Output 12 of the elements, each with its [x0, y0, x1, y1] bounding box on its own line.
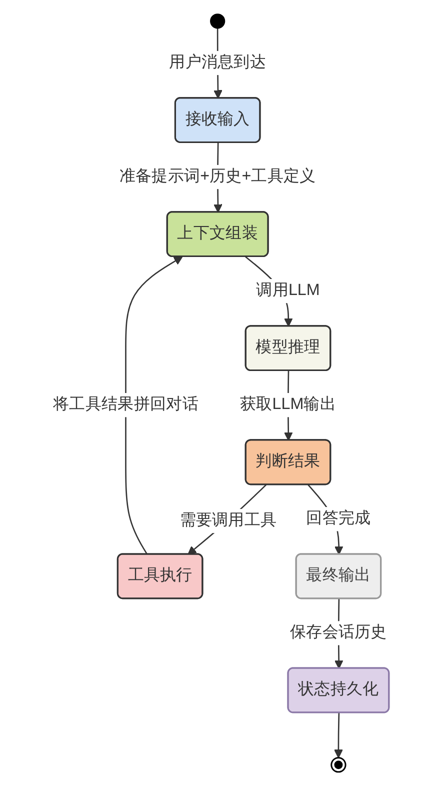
edge-label: 获取LLM输出: [240, 396, 336, 414]
edge-label: 保存会话历史: [290, 624, 387, 642]
edge-label: 调用LLM: [256, 282, 320, 300]
arrow: [334, 712, 343, 758]
arrow: [125, 256, 183, 555]
edge-label: 需要调用工具: [180, 512, 277, 530]
edge-label: 将工具结果拼回对话: [53, 396, 198, 414]
edge-label: 用户消息到达: [169, 54, 266, 72]
node-circle: [330, 757, 346, 773]
edge-label: 准备提示词+历史+工具定义: [119, 168, 316, 186]
edge-label: 回答完成: [306, 510, 371, 528]
node-circle: [210, 14, 226, 29]
